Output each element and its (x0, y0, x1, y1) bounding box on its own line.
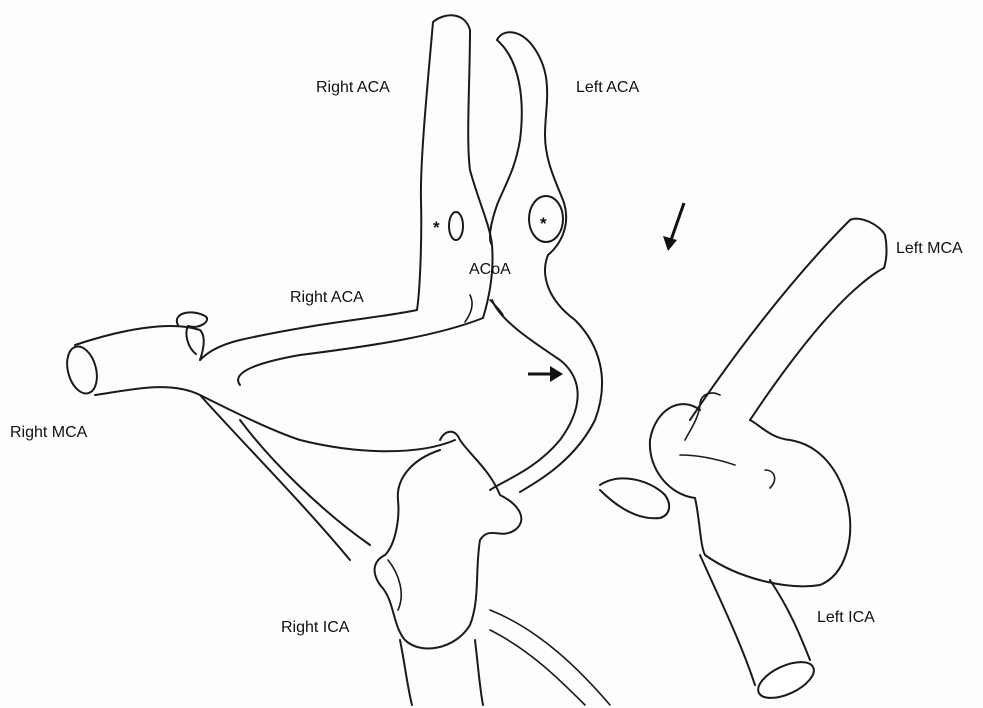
left-posterior-communicating (600, 478, 669, 518)
right-ica-vessel (375, 432, 522, 649)
left-ica-aneurysm (650, 404, 850, 586)
label-right-aca-top: Right ACA (316, 80, 390, 96)
left-aca-vessel (490, 32, 566, 255)
label-right-aca-mid: Right ACA (290, 290, 364, 306)
label-left-ica: Left ICA (817, 610, 875, 626)
left-ica-lumen (753, 655, 819, 706)
right-aca-fenestration (449, 212, 463, 240)
right-aca-horizontal (200, 310, 483, 385)
right-mca-lower-branch (200, 395, 370, 560)
asterisk-marker-right: * (433, 219, 440, 236)
right-ica-stem (400, 640, 483, 705)
label-right-ica: Right ICA (281, 620, 349, 636)
label-right-mca: Right MCA (10, 425, 87, 441)
label-acoa: ACoA (469, 262, 511, 278)
label-left-aca: Left ACA (576, 80, 639, 96)
arrow-pointing-left-a1 (528, 366, 563, 382)
right-mca-lumen (62, 343, 101, 397)
asterisk-marker-left: * (540, 215, 547, 232)
right-mca-vessel (75, 326, 455, 451)
posterior-vessel (490, 610, 610, 705)
left-mca-vessel (690, 219, 887, 420)
arrow-pointing-down-left (663, 203, 684, 251)
label-left-mca: Left MCA (896, 241, 963, 257)
